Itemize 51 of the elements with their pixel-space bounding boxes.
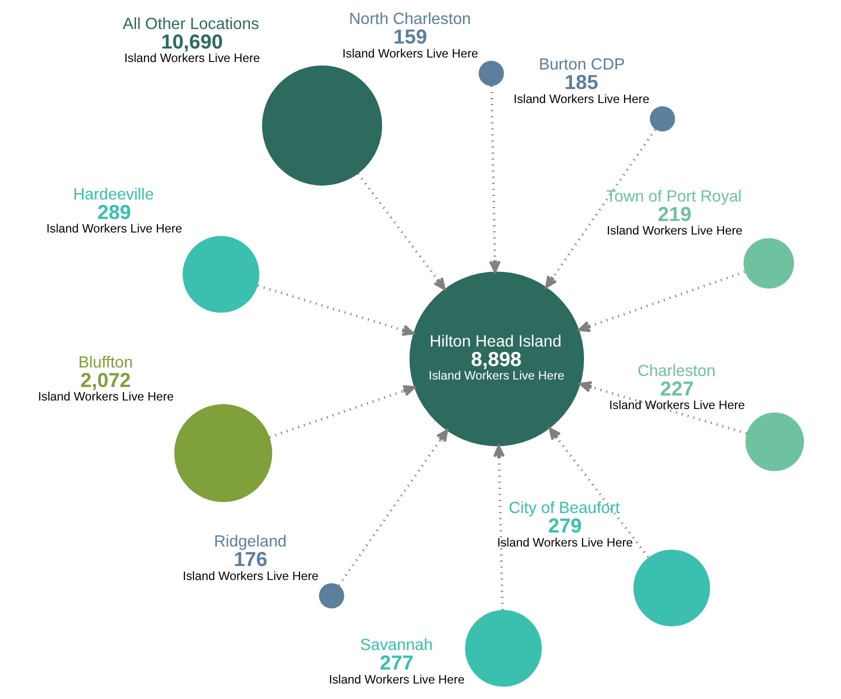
node-circle [478, 60, 504, 86]
node-label: Island Workers Live Here [606, 224, 742, 238]
node-circle [262, 65, 382, 186]
arrow [257, 284, 414, 336]
node-circle [182, 236, 259, 313]
node-label: 185 [564, 72, 598, 94]
node-circle [632, 550, 710, 626]
arrow [578, 270, 745, 332]
node-label: All Other Locations [122, 14, 259, 33]
node-label: 289 [96, 202, 131, 224]
arrow [488, 86, 500, 273]
node-label: Island Workers Live Here [496, 535, 632, 550]
node-label: 277 [379, 652, 413, 675]
node-label: Island Workers Live Here [328, 672, 464, 686]
node-circle: Hilton Head Island 8,898 Island Workers Live Here [408, 272, 584, 446]
node-label: Island Workers Live Here [46, 222, 182, 236]
node-circle [318, 583, 344, 608]
node-circle [464, 610, 542, 687]
arrow [492, 445, 504, 610]
node-circle [743, 238, 794, 289]
node-label: 176 [233, 549, 267, 572]
node-label: Island Workers Live Here [38, 390, 174, 404]
node-label: Ridgeland [214, 532, 286, 551]
arrow [268, 385, 415, 438]
node-label: 227 [660, 378, 694, 400]
arrow [578, 381, 746, 435]
node-circle [649, 106, 675, 132]
node-label: Burton CDP [538, 56, 624, 74]
node-label: Island Workers Live Here [182, 568, 318, 583]
node-label: 279 [548, 516, 582, 538]
node-label: 159 [392, 26, 427, 49]
arrow [548, 428, 649, 558]
node-label: Town of Port Royal [606, 188, 742, 206]
node-label: Bluffton [78, 354, 132, 372]
node-label: 10,690 [160, 31, 222, 54]
node-label: Savannah [360, 636, 432, 654]
node-label: 2,072 [80, 370, 130, 392]
arrow [337, 429, 448, 586]
node-label: 219 [657, 204, 691, 226]
node-label: Island Workers Live Here [124, 51, 260, 66]
node-label: Island Workers Live Here [513, 92, 649, 106]
node-label: City of Beaufort [508, 499, 620, 518]
node-label: Hardeeville [72, 186, 154, 204]
node-circle [744, 412, 804, 472]
node-label: Island Workers Live Here [342, 46, 478, 60]
arrow [356, 172, 446, 290]
node-circle [174, 404, 272, 502]
node-label: Island Workers Live Here [608, 398, 744, 412]
node-label: North Charleston [348, 10, 470, 28]
node-label: Charleston [636, 362, 715, 380]
arrow [544, 128, 656, 288]
